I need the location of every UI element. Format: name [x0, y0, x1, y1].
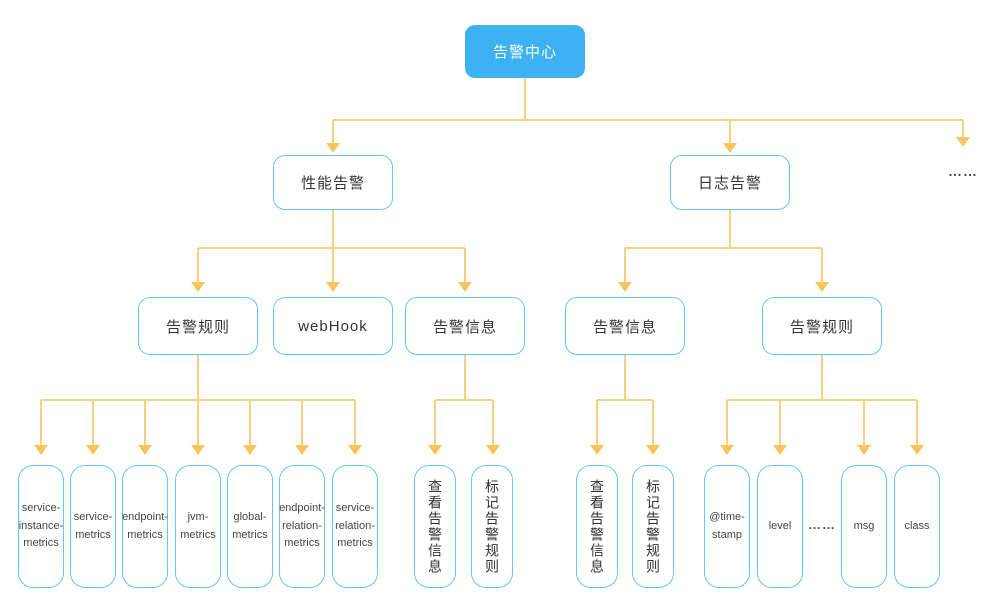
node-service-metrics: service- metrics	[70, 465, 116, 588]
node-service-relation-metrics: service- relation- metrics	[332, 465, 378, 588]
node-log-view-alert-info: 查看告警信息	[576, 465, 618, 588]
tree-edges	[40, 78, 964, 446]
node-perf-alert-info: 告警信息	[405, 297, 525, 355]
node-global-metrics: global- metrics	[227, 465, 273, 588]
ellipsis-more-fields: ……	[808, 517, 836, 532]
node-field-timestamp: @time- stamp	[704, 465, 750, 588]
node-perf-alert-rules: 告警规则	[138, 297, 258, 355]
node-field-level: level	[757, 465, 803, 588]
node-log-alert-info: 告警信息	[565, 297, 685, 355]
node-perf-view-alert-info: 查看告警信息	[414, 465, 456, 588]
node-service-instance-metrics: service- instance- metrics	[18, 465, 64, 588]
node-perf-mark-alert-rule: 标记告警规则	[471, 465, 513, 588]
node-field-msg: msg	[841, 465, 887, 588]
ellipsis-more-branches: ……	[948, 163, 978, 179]
node-webhook: webHook	[273, 297, 393, 355]
node-log-mark-alert-rule: 标记告警规则	[632, 465, 674, 588]
node-jvm-metrics: jvm- metrics	[175, 465, 221, 588]
node-alert-center: 告警中心	[465, 25, 585, 78]
node-endpoint-relation-metrics: endpoint- relation- metrics	[279, 465, 325, 588]
node-field-class: class	[894, 465, 940, 588]
node-log-alert: 日志告警	[670, 155, 790, 210]
node-performance-alert: 性能告警	[273, 155, 393, 210]
node-endpoint-metrics: endpoint- metrics	[122, 465, 168, 588]
node-log-alert-rules: 告警规则	[762, 297, 882, 355]
arrowhead-icon	[34, 137, 970, 455]
